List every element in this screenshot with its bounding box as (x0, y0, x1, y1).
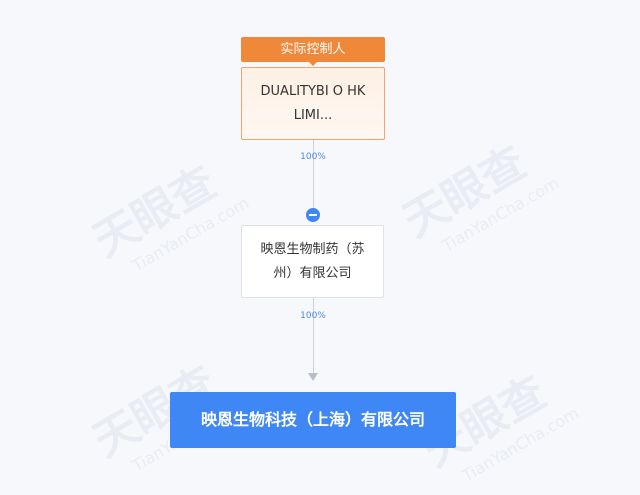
arrow-down-icon (308, 373, 318, 381)
node-target-company[interactable]: 映恩生物科技（上海）有限公司 (170, 392, 456, 448)
controller-tag: 实际控制人 (241, 37, 385, 66)
edge-line (313, 140, 314, 208)
edge-line (313, 298, 314, 378)
edge-percent: 100% (300, 152, 326, 162)
node-controller[interactable]: DUALITYBI O HK LIMI... (241, 67, 385, 140)
edge-percent: 100% (300, 311, 326, 321)
collapse-minus-icon[interactable] (306, 208, 320, 222)
node-shareholder[interactable]: 映恩生物制药（苏州）有限公司 (241, 225, 384, 298)
